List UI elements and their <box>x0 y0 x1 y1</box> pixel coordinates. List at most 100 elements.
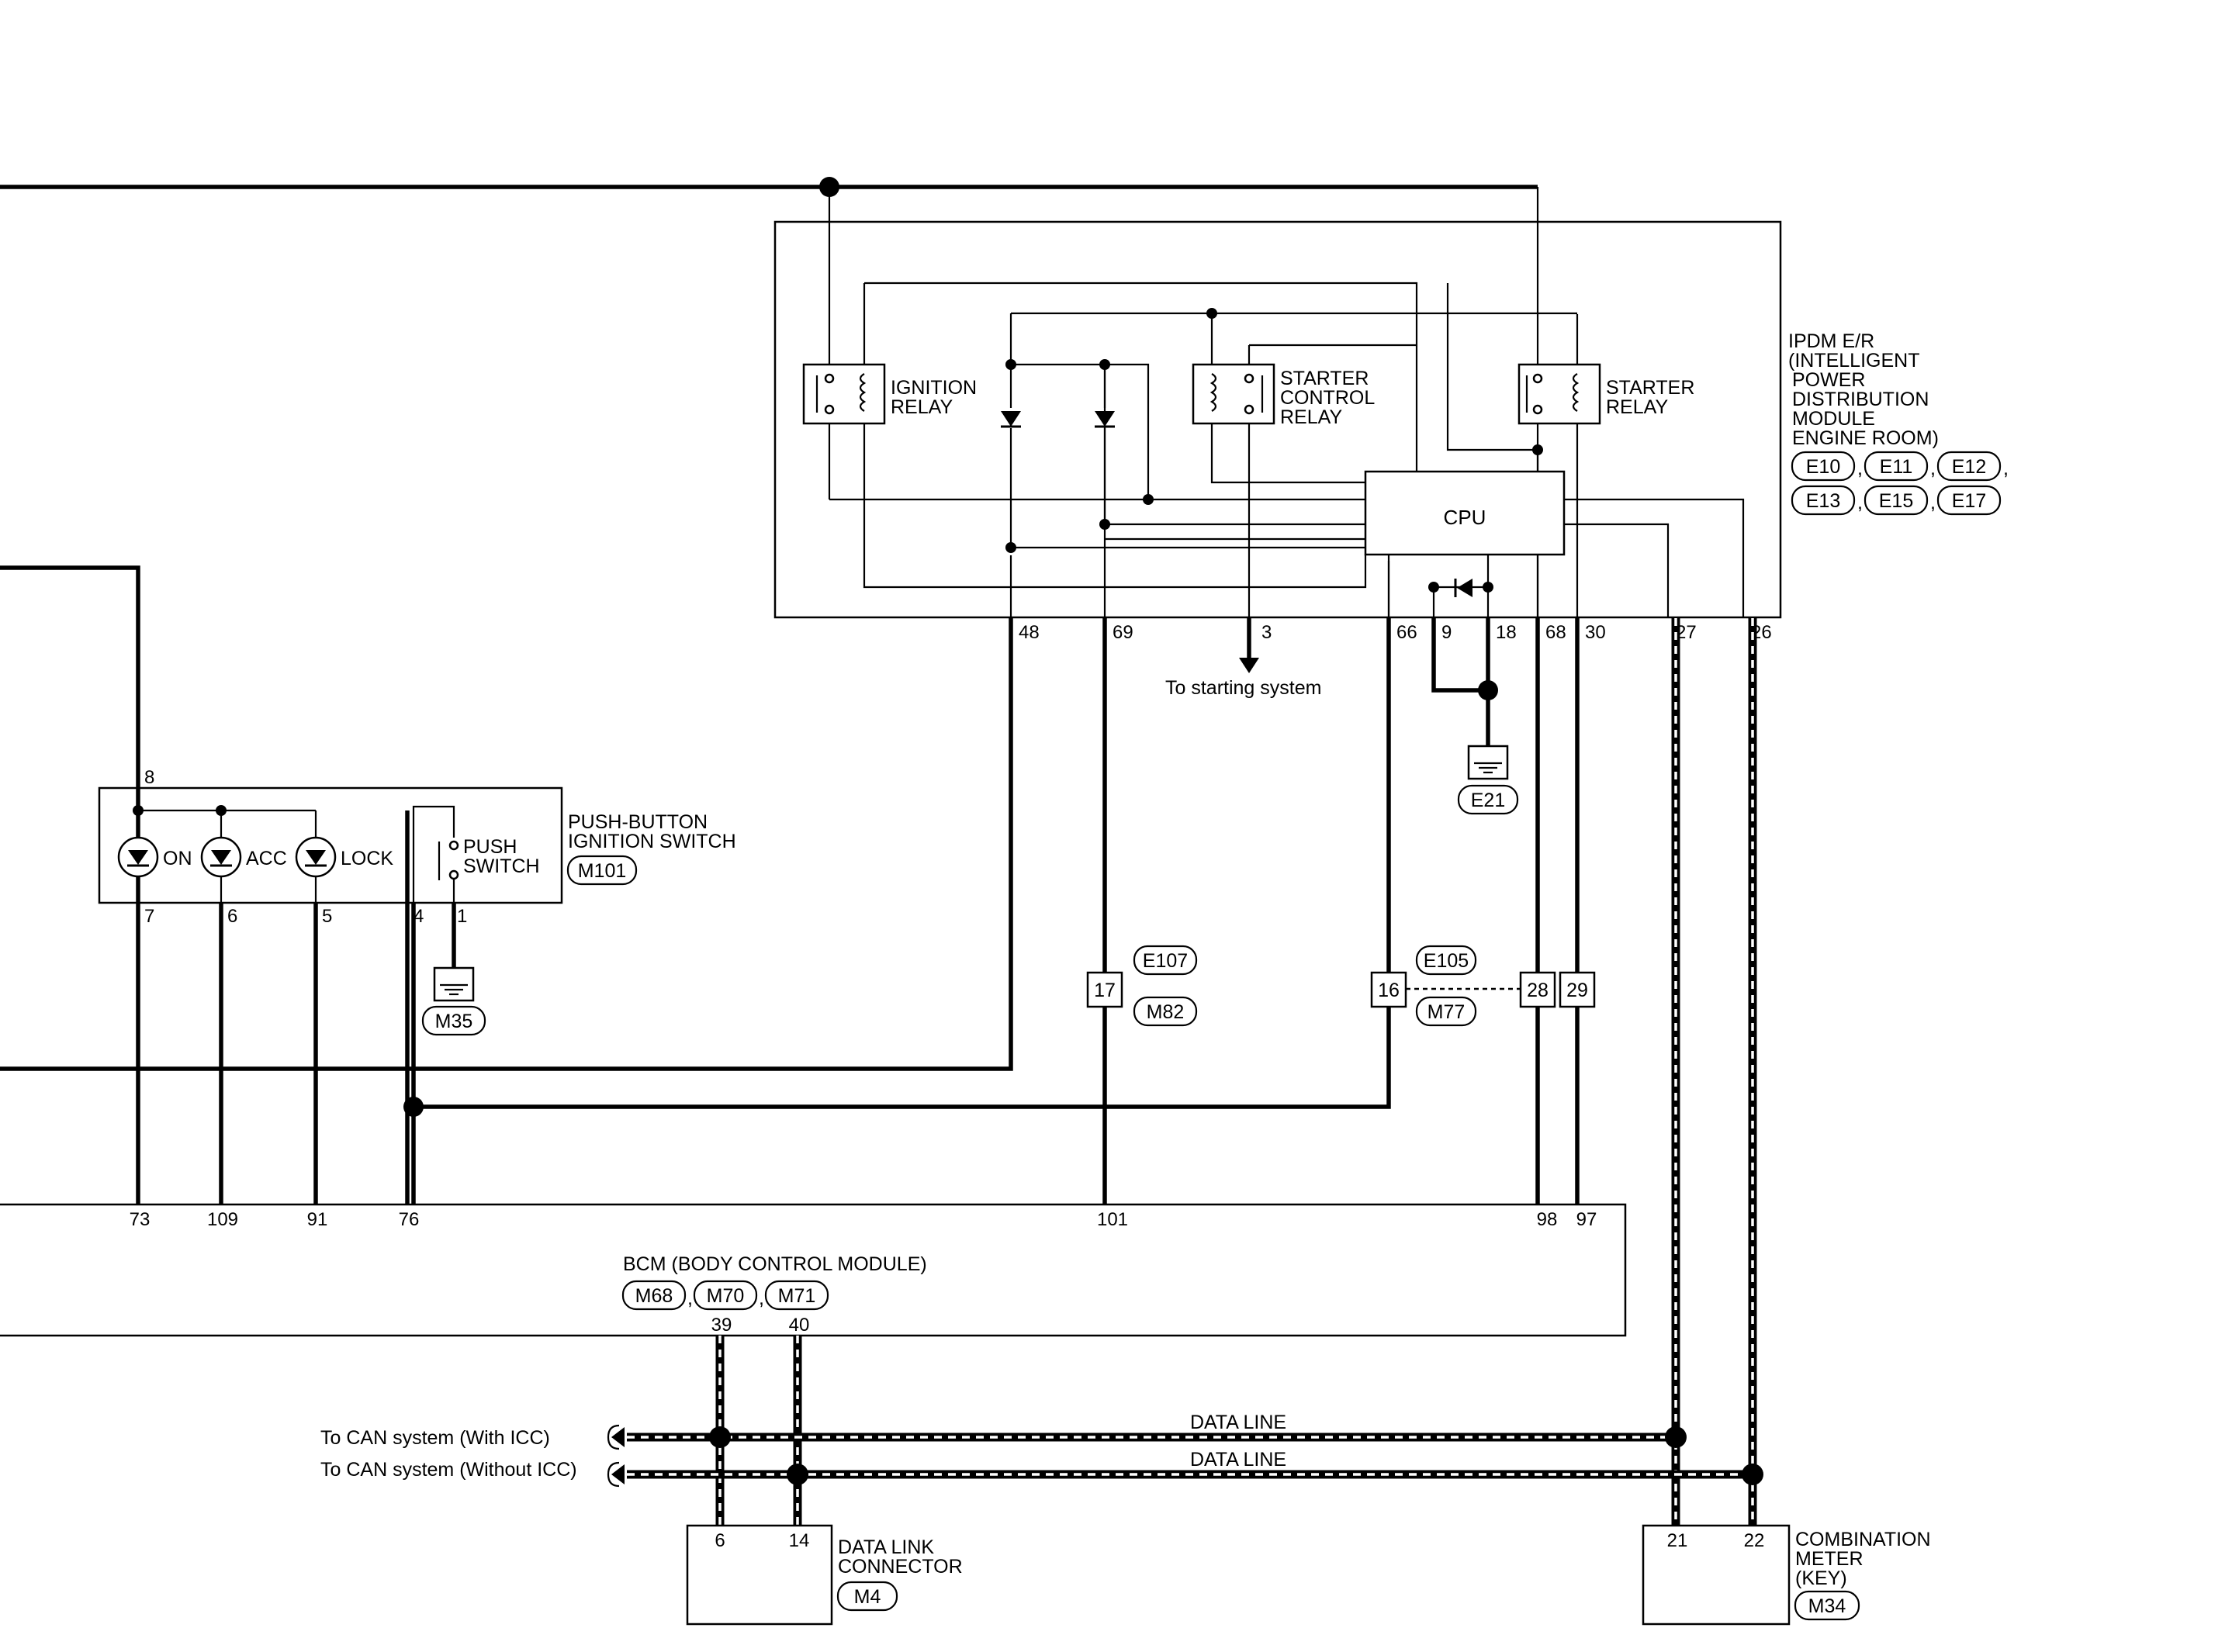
ipdm-title-5: MODULE <box>1792 408 1875 430</box>
to-starting-system: To starting system <box>1165 618 1321 699</box>
starter-control-relay-label-1: STARTER <box>1280 368 1369 389</box>
connector-m68: M68 <box>635 1285 673 1307</box>
connector-e10: E10 <box>1806 456 1840 478</box>
main-wires <box>0 185 1580 1204</box>
lock-indicator-icon <box>295 836 337 878</box>
bcm: 73 109 91 76 101 98 97 BCM (BODY CONTROL… <box>0 1203 1627 1337</box>
connector-m4: M4 <box>854 1586 881 1608</box>
connector-m34: M34 <box>1808 1595 1846 1617</box>
meter-title-2: METER <box>1795 1548 1864 1570</box>
diode-icon <box>1093 410 1116 428</box>
ipdm-outline <box>773 220 1782 619</box>
bcm-pin-91: 91 <box>307 1209 328 1230</box>
can-without-icc-label: To CAN system (Without ICC) <box>320 1459 577 1481</box>
cpu-label: CPU <box>1444 506 1486 529</box>
ipdm-pin-30: 30 <box>1585 622 1606 643</box>
connector-m101: M101 <box>578 860 627 882</box>
can-with-icc-label: To CAN system (With ICC) <box>320 1427 550 1449</box>
ipdm-pin-48: 48 <box>1019 622 1040 643</box>
ground-m35: M35 <box>421 904 486 1036</box>
ipdm-title-3: POWER <box>1792 369 1865 391</box>
bcm-pin-101: 101 <box>1097 1209 1128 1230</box>
combination-meter: 21 22 COMBINATION METER (KEY) M34 <box>1642 1524 1931 1626</box>
bcm-title: BCM (BODY CONTROL MODULE) <box>623 1253 927 1275</box>
dlc-title-1: DATA LINK <box>838 1536 934 1558</box>
joint-connector-28-29: 28 29 <box>1519 971 1596 1008</box>
meter-title-1: COMBINATION <box>1795 1529 1931 1550</box>
connector-m71: M71 <box>778 1285 816 1307</box>
data-line-label-1: DATA LINE <box>1190 1412 1286 1433</box>
switch-pin-6: 6 <box>227 906 237 927</box>
connector-m77: M77 <box>1427 1001 1466 1023</box>
ipdm-pin-68: 68 <box>1545 622 1566 643</box>
data-link-connector: 6 14 DATA LINK CONNECTOR M4 <box>686 1524 963 1626</box>
starter-relay-label-2: RELAY <box>1606 396 1668 418</box>
joint-16-pin: 16 <box>1378 980 1400 1001</box>
on-label: ON <box>163 848 192 869</box>
starter-relay: STARTER RELAY <box>1517 363 1694 425</box>
starter-control-relay-label-3: RELAY <box>1280 406 1342 428</box>
comma: , <box>1930 492 1936 513</box>
starter-control-relay: STARTER CONTROL RELAY <box>1192 363 1375 428</box>
ipdm-connectors: E10 , E11 , E12 , E13 , E15 , E17 <box>1791 451 2009 516</box>
switch-pin-4: 4 <box>414 906 424 927</box>
comma: , <box>1857 492 1863 513</box>
lock-label: LOCK <box>341 848 393 869</box>
ground-m35-label: M35 <box>435 1011 473 1032</box>
connector-e17: E17 <box>1952 490 1986 512</box>
comma: , <box>687 1287 693 1309</box>
bcm-pin-76: 76 <box>399 1209 420 1230</box>
ipdm-er: CPU IGNITION RELAY STARTER CONTROL RELAY <box>773 177 2009 643</box>
ipdm-title-1: IPDM E/R <box>1788 330 1874 352</box>
can-data-lines: DATA LINE DATA LINE To CAN system (With … <box>320 618 1763 1526</box>
connector-e13: E13 <box>1806 490 1840 512</box>
ipdm-pin-3: 3 <box>1261 622 1272 643</box>
starter-control-relay-label-2: CONTROL <box>1280 387 1375 409</box>
bcm-pin-39: 39 <box>711 1315 732 1336</box>
meter-pin-21: 21 <box>1667 1530 1688 1551</box>
switch-pin-5: 5 <box>322 906 332 927</box>
push-switch-label-1: PUSH <box>463 836 517 858</box>
push-switch-label-2: SWITCH <box>463 855 540 877</box>
push-button-ignition-switch: ON ACC LOCK PUSH SWITCH 8 7 6 5 4 1 PUSH… <box>98 767 736 927</box>
push-switch-icon <box>412 805 459 904</box>
ignition-relay-label-2: RELAY <box>891 396 953 418</box>
comma: , <box>1857 458 1863 479</box>
ground-diode <box>1454 579 1472 597</box>
ignition-relay: IGNITION RELAY <box>802 363 977 425</box>
ipdm-title-6: ENGINE ROOM) <box>1792 427 1939 449</box>
push-button-title-1: PUSH-BUTTON <box>568 811 708 833</box>
to-starting-system-label: To starting system <box>1165 677 1321 699</box>
joint-connector-17: 17 E107 M82 <box>1086 945 1198 1027</box>
joint-connector-16: 16 E105 M77 <box>1370 945 1521 1027</box>
cpu-box <box>1364 470 1566 556</box>
joint-28-pin: 28 <box>1527 980 1549 1001</box>
dlc-pin-6: 6 <box>715 1530 725 1551</box>
bcm-pin-73: 73 <box>130 1209 151 1230</box>
connector-e105: E105 <box>1424 950 1469 972</box>
ipdm-title-2: (INTELLIGENT <box>1788 350 1919 372</box>
connector-m82: M82 <box>1147 1001 1185 1023</box>
bcm-pin-40: 40 <box>789 1315 810 1336</box>
dlc-pin-14: 14 <box>789 1530 810 1551</box>
ground-e21-label: E21 <box>1471 790 1505 811</box>
comma: , <box>1930 458 1936 479</box>
diode-icon <box>999 410 1023 428</box>
meter-pin-22: 22 <box>1744 1530 1765 1551</box>
ipdm-pin-69: 69 <box>1113 622 1133 643</box>
ignition-relay-label-1: IGNITION <box>891 377 977 399</box>
ipdm-pin-66: 66 <box>1396 622 1417 643</box>
dlc-title-2: CONNECTOR <box>838 1556 963 1578</box>
ipdm-pin-9: 9 <box>1441 622 1452 643</box>
connector-e15: E15 <box>1879 490 1913 512</box>
connector-m70: M70 <box>707 1285 745 1307</box>
meter-title-3: (KEY) <box>1795 1567 1847 1589</box>
connector-e12: E12 <box>1952 456 1986 478</box>
ipdm-pin-18: 18 <box>1496 622 1517 643</box>
joint-17-pin: 17 <box>1094 980 1116 1001</box>
starter-relay-label-1: STARTER <box>1606 377 1694 399</box>
acc-label: ACC <box>246 848 287 869</box>
bcm-pin-109: 109 <box>207 1209 238 1230</box>
connector-e107: E107 <box>1143 950 1188 972</box>
